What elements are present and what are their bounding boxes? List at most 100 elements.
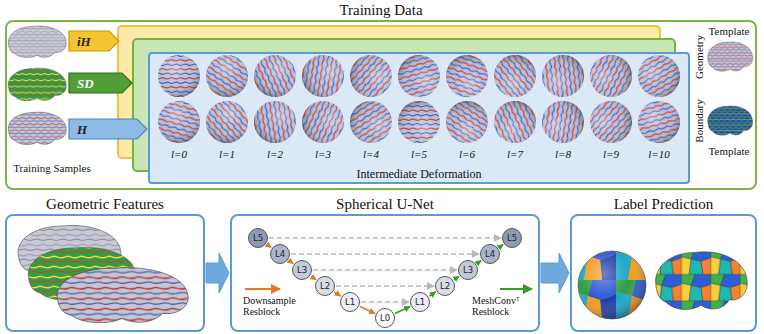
node-label: L0 xyxy=(380,313,390,323)
skip-connection xyxy=(361,301,409,303)
level-index: l=0 xyxy=(171,148,187,161)
node-label: L3 xyxy=(297,265,307,275)
level-node: L3 xyxy=(292,260,312,280)
prediction-panel: Label Prediction xyxy=(570,214,757,332)
level-node: L5 xyxy=(502,228,522,248)
node-label: L2 xyxy=(440,281,450,291)
sphere-row xyxy=(153,92,684,151)
brain-surface xyxy=(8,112,66,144)
sphere xyxy=(198,47,256,105)
downsample-arrow xyxy=(267,245,271,248)
node-label: L4 xyxy=(275,249,285,259)
skip-connection xyxy=(336,285,434,287)
brain-surface xyxy=(8,68,66,100)
level-index: l=3 xyxy=(315,148,331,161)
node-label: L5 xyxy=(507,233,517,243)
sphere xyxy=(251,98,299,146)
training-data-panel: Training DataiHSDHIntermediate Deformati… xyxy=(5,20,757,190)
upsample-arrow xyxy=(499,245,503,248)
sphere xyxy=(341,46,400,105)
level-index: l=9 xyxy=(603,148,619,161)
upsample-arrow xyxy=(454,276,459,279)
panel-caption: Intermediate Deformation xyxy=(150,167,688,181)
level-index: l=6 xyxy=(459,148,475,161)
sphere xyxy=(540,53,586,99)
figure-label: Training Samples xyxy=(13,162,91,175)
node-label: L3 xyxy=(463,265,473,275)
parcellated-sphere xyxy=(578,251,646,319)
downsample-arrow xyxy=(334,292,340,296)
node-label: L2 xyxy=(320,281,330,291)
level-node: L1 xyxy=(410,292,430,312)
skip-connection xyxy=(313,269,457,271)
sphere-row xyxy=(158,46,688,105)
node-label: SD xyxy=(77,76,94,91)
sphere xyxy=(393,50,444,101)
sphere xyxy=(539,98,587,146)
sphere xyxy=(583,48,639,104)
level-node: L4 xyxy=(270,244,290,264)
parcellated-brain xyxy=(656,252,748,310)
feature-brains xyxy=(18,225,188,322)
sphere xyxy=(581,92,640,151)
sphere xyxy=(633,96,684,147)
level-node: L1 xyxy=(340,292,360,312)
sphere xyxy=(247,48,302,103)
legend-text: Downsample Resblock xyxy=(243,295,301,317)
deformation-panel: Intermediate Deformation xyxy=(148,52,690,184)
legend-sample xyxy=(500,288,532,290)
sphere xyxy=(153,96,204,147)
figure-label: Template xyxy=(709,25,750,38)
brain-surface xyxy=(57,268,188,323)
figure-label: Template xyxy=(709,145,750,158)
sphere xyxy=(630,47,687,104)
level-index: l=5 xyxy=(411,148,427,161)
skip-connection xyxy=(269,237,501,239)
level-index: l=8 xyxy=(555,148,571,161)
panel-heading: Label Prediction xyxy=(532,195,764,213)
arrow-shape xyxy=(68,30,120,52)
training-brains xyxy=(8,26,66,145)
level-index: l=7 xyxy=(507,148,523,161)
sphere xyxy=(299,52,347,100)
level-node: L4 xyxy=(480,244,500,264)
downsample-arrow xyxy=(311,276,316,279)
level-index: l=1 xyxy=(219,148,235,161)
level-node: L2 xyxy=(315,276,335,296)
flow-arrow xyxy=(541,253,569,293)
node-label: L4 xyxy=(485,249,495,259)
skip-connection xyxy=(291,253,479,255)
sample-arrow: H xyxy=(68,118,148,140)
sphere xyxy=(342,93,400,151)
sphere xyxy=(438,93,496,151)
panel-heading: Spherical U-Net xyxy=(192,195,578,213)
panel-heading: Geometric Features xyxy=(0,195,243,213)
node-label: iH xyxy=(77,34,91,49)
sphere xyxy=(158,55,200,97)
sphere xyxy=(441,50,494,103)
arrow-outline xyxy=(69,31,119,51)
node-label: L5 xyxy=(253,233,263,243)
arrow-outline xyxy=(69,119,147,139)
level-index: l=2 xyxy=(267,148,283,161)
template-brains xyxy=(708,42,753,135)
prediction-figures xyxy=(578,251,747,319)
template-boundary xyxy=(708,106,753,135)
sphere xyxy=(295,94,350,149)
downsample-arrow xyxy=(360,307,375,314)
node-label: H xyxy=(77,122,87,137)
sample-arrow: iH xyxy=(68,30,120,52)
sphere xyxy=(398,101,440,143)
arrow-outline xyxy=(69,73,132,93)
sample-arrow: SD xyxy=(68,72,133,94)
upsample-arrow xyxy=(395,307,410,314)
side-label: Boundary xyxy=(693,99,706,142)
node-label: L1 xyxy=(415,297,425,307)
features-panel: Geometric Features xyxy=(5,214,205,332)
panel-heading: Training Data xyxy=(0,1,764,19)
node-label: L1 xyxy=(345,297,355,307)
upsample-arrow xyxy=(429,292,435,296)
level-node: L0 xyxy=(375,308,395,328)
level-index: l=10 xyxy=(648,148,669,161)
level-node: L5 xyxy=(248,228,268,248)
